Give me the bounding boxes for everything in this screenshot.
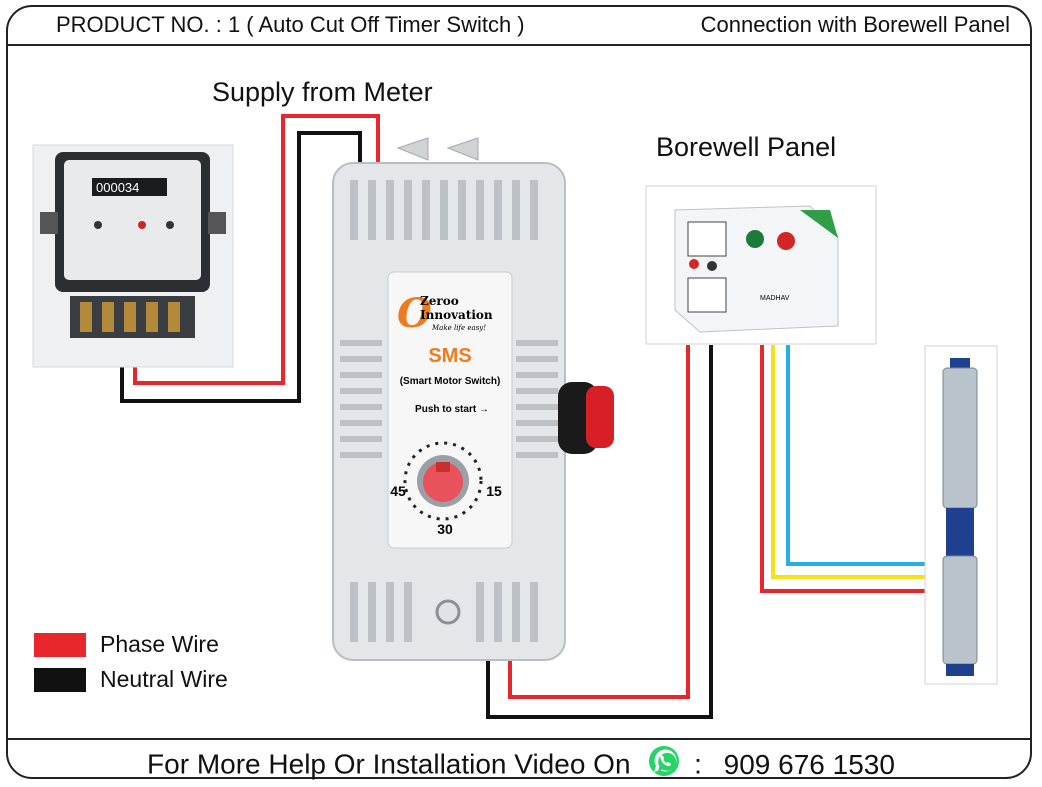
model-name: SMS [428,345,471,367]
legend-neutral-label: Neutral Wire [100,666,228,692]
model-full-name: (Smart Motor Switch) [400,376,501,387]
dial-30-label: 30 [437,521,453,537]
legend-phase: Phase Wire [34,631,219,658]
footer-separator: : [694,748,702,780]
supply-label: Supply from Meter [212,77,433,107]
footer-text: For More Help Or Installation Video On [147,748,631,780]
dial-45-label: 45 [390,483,406,499]
dial-15-label: 15 [486,483,502,499]
brand-tagline: Make life easy! [431,324,486,332]
footer-phone: 909 676 1530 [723,748,895,780]
svg-text:O: O [397,290,432,337]
panel-maker: MADHAV [760,295,790,302]
indicator-lamp [435,599,461,625]
borewell-panel-image: MADHAV [645,185,877,345]
header-divider [6,44,1032,46]
borewell-panel-label: Borewell Panel [656,132,837,162]
meter-display: 000034 [96,180,139,195]
phase-swatch [34,632,86,657]
connection-title: Connection with Borewell Panel [700,12,1010,37]
whatsapp-icon [648,745,680,784]
neutral-swatch [34,667,86,692]
timer-dial: 45 15 30 [390,441,502,537]
product-title: PRODUCT NO. : 1 ( Auto Cut Off Timer Swi… [56,12,525,37]
brand-line1: Zeroo [420,294,459,308]
neutral-wire-meter [120,131,362,403]
neutral-wire-panel [486,345,713,719]
brand-line2: Innovation [420,308,493,322]
push-to-start-label: Push to start → [415,404,489,415]
pump-wire-yellow [771,345,930,579]
smart-motor-switch-device: O Zeroo Innovation Make life easy! SMS (… [332,137,614,661]
push-button [558,382,614,454]
legend-neutral: Neutral Wire [34,666,228,693]
footer-divider [6,738,1032,740]
legend-phase-label: Phase Wire [100,631,219,657]
phase-wire-panel [508,345,690,699]
energy-meter-image: 000034 [32,144,234,368]
pump-wire-blue [786,345,930,566]
pump-wire-red [760,345,930,593]
footer: For More Help Or Installation Video On :… [0,745,1042,784]
phase-wire-meter [133,114,380,385]
diagram-frame [6,5,1032,779]
submersible-pump-image [924,345,998,685]
